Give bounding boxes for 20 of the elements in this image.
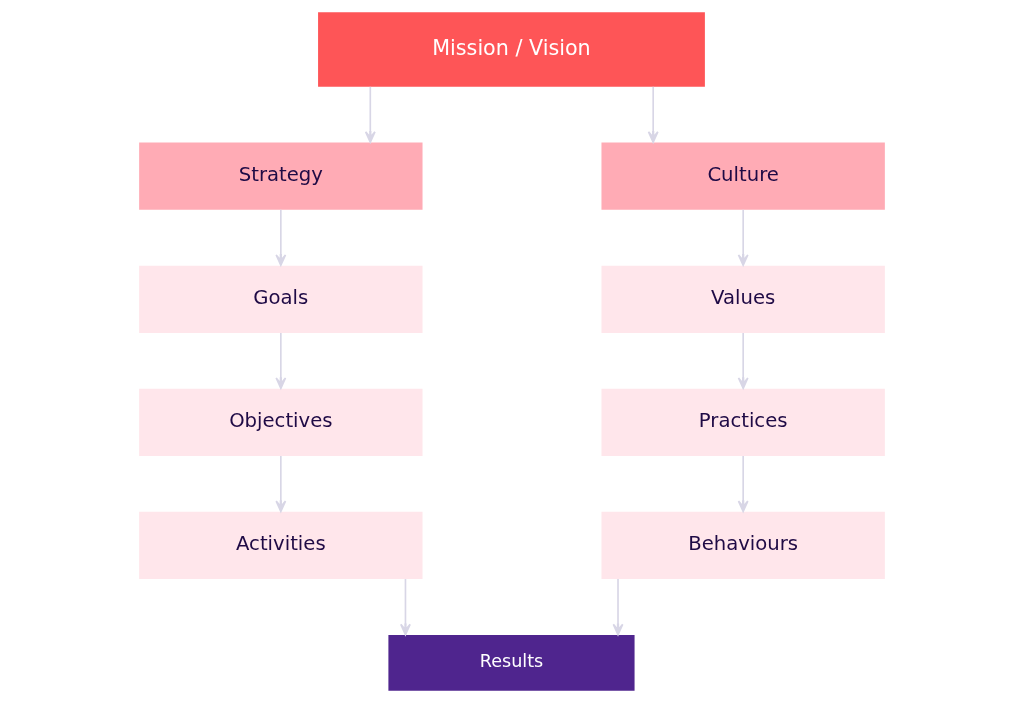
node-box: Behaviours xyxy=(601,511,885,580)
arrow xyxy=(612,578,624,636)
node-box: Culture xyxy=(601,142,885,210)
arrow xyxy=(647,86,659,143)
node-box: Strategy xyxy=(139,142,423,210)
node-box: Values xyxy=(601,265,885,333)
node-box: Mission / Vision xyxy=(318,12,705,87)
node-box: Practices xyxy=(601,388,885,456)
node-box: Objectives xyxy=(139,388,423,456)
arrow xyxy=(275,455,287,513)
node-box: Results xyxy=(388,634,635,691)
arrow xyxy=(364,86,376,143)
arrow xyxy=(275,332,287,390)
node-box: Activities xyxy=(139,511,423,580)
arrow xyxy=(400,578,411,636)
arrow xyxy=(737,455,749,513)
arrow xyxy=(737,332,749,390)
node-box: Goals xyxy=(139,265,423,333)
arrow xyxy=(275,209,287,267)
arrow xyxy=(737,209,749,267)
